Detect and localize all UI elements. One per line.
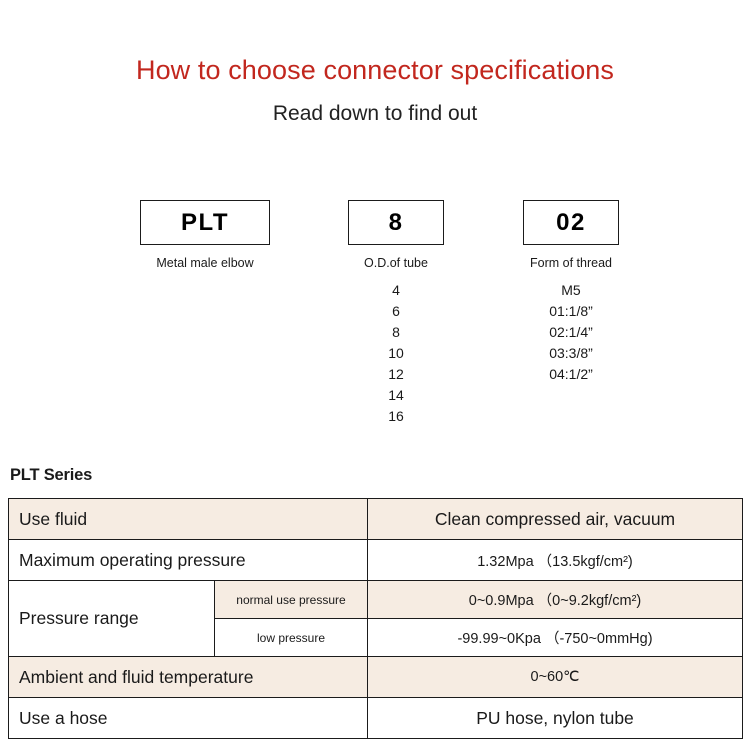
option-item: 16: [388, 408, 404, 424]
option-item: 10: [388, 345, 404, 361]
row-value: 0~60℃: [367, 656, 743, 698]
row-value: PU hose, nylon tube: [367, 697, 743, 739]
code-options-tube-od: 4 6 8 10 12 14 16: [348, 280, 444, 427]
code-builder: PLT Metal male elbow 8 O.D.of tube 4 6 8…: [0, 200, 750, 445]
option-item: 01:1/8”: [549, 303, 593, 319]
option-item: 14: [388, 387, 404, 403]
code-group-series: PLT Metal male elbow: [140, 200, 270, 280]
table-row: Use fluid Clean compressed air, vacuum: [8, 498, 743, 540]
table-row: Ambient and fluid temperature 0~60℃: [8, 656, 743, 698]
series-heading: PLT Series: [10, 466, 93, 484]
row-sub-label: low pressure: [214, 618, 368, 657]
option-item: 8: [392, 324, 400, 340]
row-value: 0~0.9Mpa （0~9.2kgf/cm²): [367, 580, 743, 619]
option-item: 04:1/2”: [549, 366, 593, 382]
code-caption-thread-form: Form of thread: [530, 256, 612, 270]
row-value: Clean compressed air, vacuum: [367, 498, 743, 540]
code-options-thread-form: M5 01:1/8” 02:1/4” 03:3/8” 04:1/2”: [523, 280, 619, 385]
row-label: Use a hose: [8, 697, 368, 739]
page-subtitle: Read down to find out: [272, 102, 478, 125]
code-box-series: PLT: [140, 200, 270, 245]
table-row: Pressure range normal use pressure 0~0.9…: [8, 580, 743, 657]
code-group-tube-od: 8 O.D.of tube 4 6 8 10 12 14 16: [348, 200, 444, 427]
page-title: How to choose connector specifications: [135, 55, 615, 85]
option-item: 4: [392, 282, 400, 298]
specification-table: Use fluid Clean compressed air, vacuum M…: [8, 498, 743, 739]
row-value: 1.32Mpa （13.5kgf/cm²): [367, 539, 743, 581]
row-value: -99.99~0Kpa （-750~0mmHg): [367, 618, 743, 657]
option-item: 6: [392, 303, 400, 319]
row-label: Pressure range: [8, 580, 215, 657]
table-row: Use a hose PU hose, nylon tube: [8, 697, 743, 739]
row-label: Ambient and fluid temperature: [8, 656, 368, 698]
code-caption-series: Metal male elbow: [156, 256, 254, 270]
option-item: 12: [388, 366, 404, 382]
code-box-thread-form: 02: [523, 200, 619, 245]
row-label: Maximum operating pressure: [8, 539, 368, 581]
option-item: M5: [561, 282, 581, 298]
option-item: 02:1/4”: [549, 324, 593, 340]
code-group-thread-form: 02 Form of thread M5 01:1/8” 02:1/4” 03:…: [523, 200, 619, 385]
row-sub-label: normal use pressure: [214, 580, 368, 619]
table-row: Maximum operating pressure 1.32Mpa （13.5…: [8, 539, 743, 581]
code-caption-tube-od: O.D.of tube: [364, 256, 428, 270]
table-row: low pressure -99.99~0Kpa （-750~0mmHg): [9, 618, 743, 657]
option-item: 03:3/8”: [549, 345, 593, 361]
row-label: Use fluid: [8, 498, 368, 540]
code-box-tube-od: 8: [348, 200, 444, 245]
